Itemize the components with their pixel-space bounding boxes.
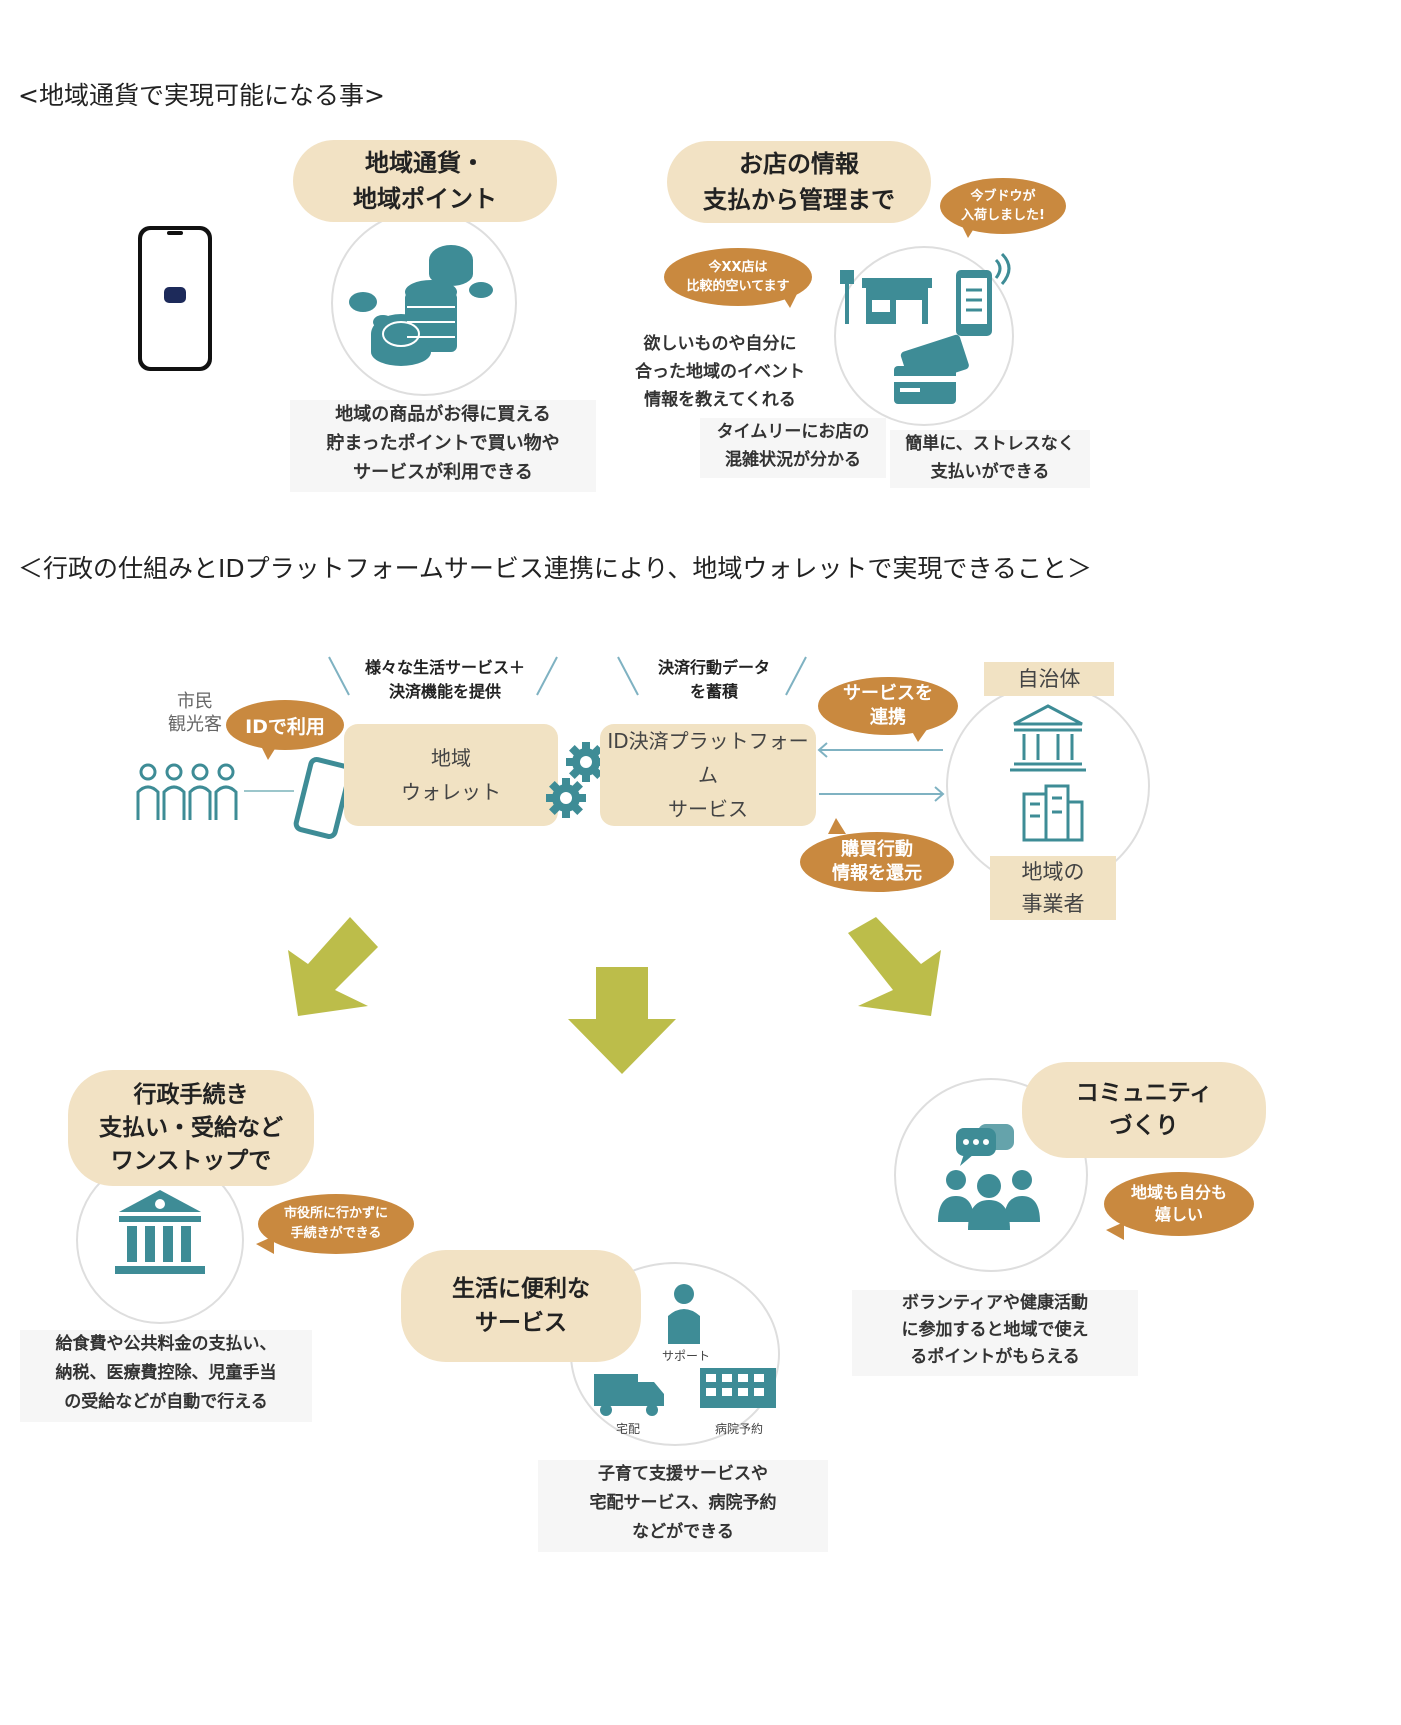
- id-bubble: IDで利用: [226, 700, 344, 750]
- government-building-icon: [1010, 704, 1086, 842]
- coins-icon: [349, 245, 493, 366]
- link-bubble-tail: [910, 728, 928, 742]
- arrow-center: [568, 967, 676, 1074]
- section1-heading: <地域通貨で実現可能になる事>: [18, 81, 385, 110]
- community-bubble-tail: [1106, 1222, 1124, 1240]
- support-label: サポート: [661, 1349, 710, 1363]
- admin-title: 行政手続き 支払い・受給など ワンストップで: [68, 1070, 314, 1186]
- city-hall-icon: [115, 1190, 205, 1274]
- admin-bubble: 市役所に行かずに 手続きができる: [258, 1194, 414, 1254]
- event-caption: 欲しいものや自分に 合った地域のイベント 情報を教えてくれる: [635, 334, 805, 410]
- platform-box: ID決済プラットフォーム サービス: [600, 724, 816, 826]
- community-caption: ボランティアや健康活動 に参加すると地域で使え るポイントがもらえる: [852, 1290, 1138, 1376]
- link-arrows: [817, 742, 945, 802]
- admin-caption: 給食費や公共料金の支払い、 納税、医療費控除、児童手当 の受給などが自動で行える: [20, 1330, 312, 1422]
- community-title: コミュニティ づくり: [1022, 1062, 1266, 1158]
- section2-heading: ＜行政の仕組みとIDプラットフォームサービス連携により、地域ウォレットで実現でき…: [18, 554, 1092, 583]
- citizen-label: 市民 観光客: [168, 691, 222, 735]
- life-icons: [594, 1284, 776, 1416]
- crowd-bubble-tail: [780, 292, 798, 308]
- arrival-bubble: 今ブドウが 入荷しました!: [940, 178, 1066, 234]
- people-icon: [136, 763, 238, 820]
- arrival-bubble-tail: [960, 222, 978, 238]
- hospital-label: 病院予約: [714, 1422, 763, 1436]
- admin-bubble-tail: [256, 1236, 274, 1254]
- payment-caption: 簡単に、ストレスなく 支払いができる: [890, 430, 1090, 488]
- arrow-right: [848, 917, 941, 1016]
- community-icon: [938, 1124, 1040, 1230]
- shop-title: お店の情報 支払から管理まで: [667, 141, 931, 223]
- services-note: 様々な生活サービス＋ 決済機能を提供: [364, 658, 525, 701]
- result-arrows: [288, 917, 941, 1074]
- id-bubble-tail: [260, 744, 278, 760]
- smartphone-icon: [138, 226, 212, 371]
- gear-icon: [546, 742, 606, 818]
- congestion-caption: タイムリーにお店の 混雑状況が分かる: [700, 418, 886, 478]
- return-bubble-tail: [828, 818, 846, 834]
- data-note-lines: [617, 656, 807, 696]
- mobile-icon: [293, 757, 353, 839]
- services-note-lines: [328, 656, 558, 696]
- life-title: 生活に便利な サービス: [401, 1250, 641, 1362]
- currency-caption: 地域の商品がお得に買える 貯まったポイントで買い物や サービスが利用できる: [290, 400, 596, 492]
- delivery-label: 宅配: [615, 1422, 640, 1436]
- arrow-left: [288, 917, 378, 1016]
- wallet-icon: [164, 287, 186, 303]
- link-bubble: サービスを 連携: [818, 677, 958, 735]
- municipality-label: 自治体: [984, 662, 1114, 696]
- shop-circle: [834, 246, 1014, 426]
- business-label: 地域の 事業者: [990, 856, 1116, 920]
- data-note: 決済行動データ を蓄積: [657, 658, 770, 701]
- support-icon: [674, 1284, 694, 1304]
- life-caption: 子育て支援サービスや 宅配サービス、病院予約 などができる: [538, 1460, 828, 1552]
- wallet-box: 地域 ウォレット: [344, 724, 558, 826]
- community-bubble: 地域も自分も 嬉しい: [1104, 1172, 1254, 1236]
- return-bubble: 購買行動 情報を還元: [800, 832, 954, 892]
- currency-title: 地域通貨・ 地域ポイント: [293, 140, 557, 222]
- connector-line: [244, 790, 294, 792]
- shop-icons: [840, 252, 1011, 404]
- coins-circle: [331, 210, 517, 396]
